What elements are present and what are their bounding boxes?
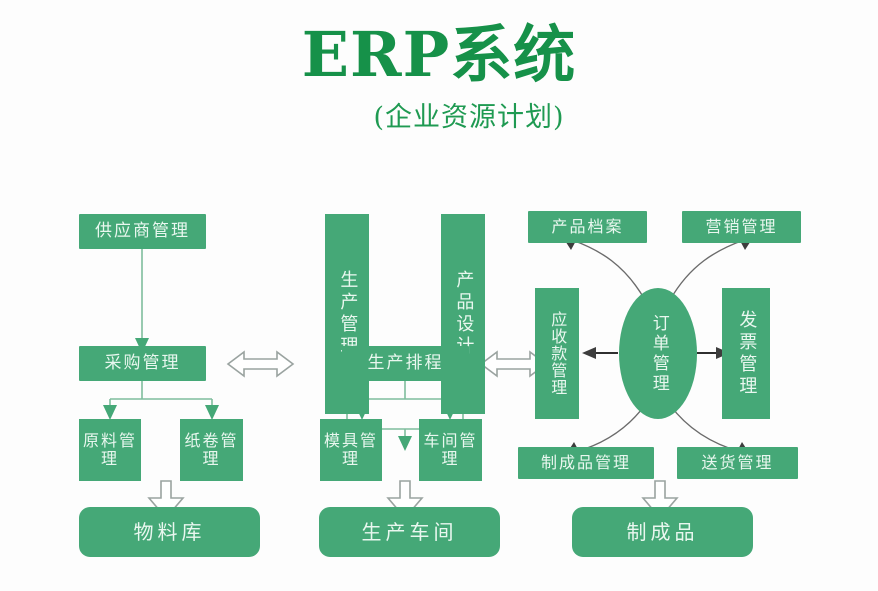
- hollow-double-arrow-purchase-schedule: [226, 350, 295, 378]
- node-supplier-management[interactable]: 供应商管理: [79, 214, 206, 249]
- node-mold-management[interactable]: 模具管理: [320, 419, 382, 481]
- node-invoice-management[interactable]: 发票管理: [722, 288, 770, 419]
- node-marketing-management[interactable]: 营销管理: [682, 211, 801, 243]
- title-block: ERP系统 (企业资源计划): [0, 22, 878, 134]
- curve-order-to-product-file: [571, 239, 646, 301]
- node-delivery-management[interactable]: 送货管理: [677, 447, 798, 479]
- node-purchase-management[interactable]: 采购管理: [79, 346, 206, 381]
- node-finished-goods-management[interactable]: 制成品管理: [518, 447, 654, 479]
- node-finished-goods[interactable]: 制成品: [572, 507, 753, 557]
- node-product-design[interactable]: 产品设计: [441, 214, 485, 414]
- node-production-management[interactable]: 生产管理: [325, 214, 369, 414]
- node-production-scheduling[interactable]: 生产排程: [342, 346, 469, 381]
- node-raw-material-management[interactable]: 原料管理: [79, 419, 141, 481]
- node-accounts-receivable-management[interactable]: 应收款管理: [535, 288, 579, 419]
- arrowhead-to-paper-roll: [205, 405, 219, 420]
- page-title: ERP系统: [301, 18, 577, 91]
- node-production-workshop[interactable]: 生产车间: [319, 507, 500, 557]
- node-paper-roll-management[interactable]: 纸卷管理: [180, 419, 243, 481]
- node-order-management[interactable]: 订单管理: [619, 288, 697, 419]
- arrowhead-receivable: [582, 347, 596, 359]
- node-workshop-management[interactable]: 车间管理: [419, 419, 482, 481]
- arrowhead-to-raw-material: [103, 405, 117, 420]
- node-material-store[interactable]: 物料库: [79, 507, 260, 557]
- node-product-file[interactable]: 产品档案: [528, 211, 647, 243]
- curve-order-to-finished-goods-mgmt: [574, 404, 646, 453]
- arrowhead-to-schedule: [398, 436, 412, 451]
- page-subtitle: (企业资源计划): [373, 102, 565, 134]
